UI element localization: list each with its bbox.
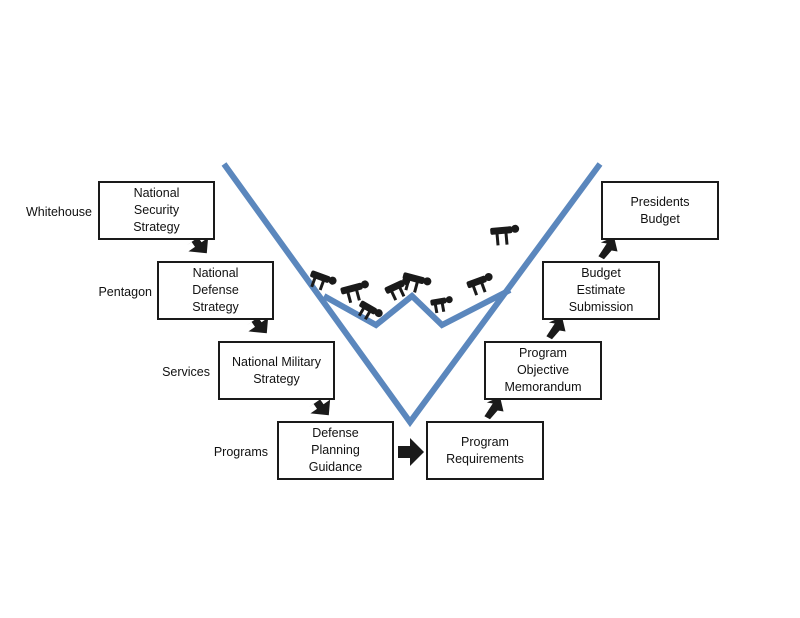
box-defense-planning-guidance: Defense Planning Guidance [277,421,394,480]
box-national-security-strategy: National Security Strategy [98,181,215,240]
figure-icon [357,300,383,320]
box-program-objective-memorandum: Program Objective Memorandum [484,341,602,400]
figure-icon [490,224,520,246]
row-label-programs: Programs [213,445,268,459]
falling-figures [310,224,520,320]
figure-icon [310,270,337,291]
row-label-whitehouse: Whitehouse [25,205,92,219]
arrow-dpg-to-pr [398,438,424,466]
arrow-pom-to-bes [546,316,566,340]
box-budget-estimate-submission: Budget Estimate Submission [542,261,660,320]
arrow-nss-to-nds [186,237,209,254]
figure-icon [402,272,432,293]
box-national-defense-strategy: National Defense Strategy [157,261,274,320]
box-presidents-budget: Presidents Budget [601,181,719,240]
box-program-requirements: Program Requirements [426,421,544,480]
arrow-nms-to-dpg [308,399,331,416]
arrow-pr-to-pom [484,396,504,420]
row-label-pentagon: Pentagon [98,285,152,299]
connector-arrows [186,236,618,466]
box-national-military-strategy: National Military Strategy [218,341,335,400]
figure-icon [466,272,493,296]
v-outer-line [221,162,603,428]
arrow-nds-to-nms [246,317,269,334]
row-label-services: Services [162,365,210,379]
arrow-bes-to-pb [598,236,618,260]
figure-icon [340,280,369,304]
figure-icon [430,296,453,314]
